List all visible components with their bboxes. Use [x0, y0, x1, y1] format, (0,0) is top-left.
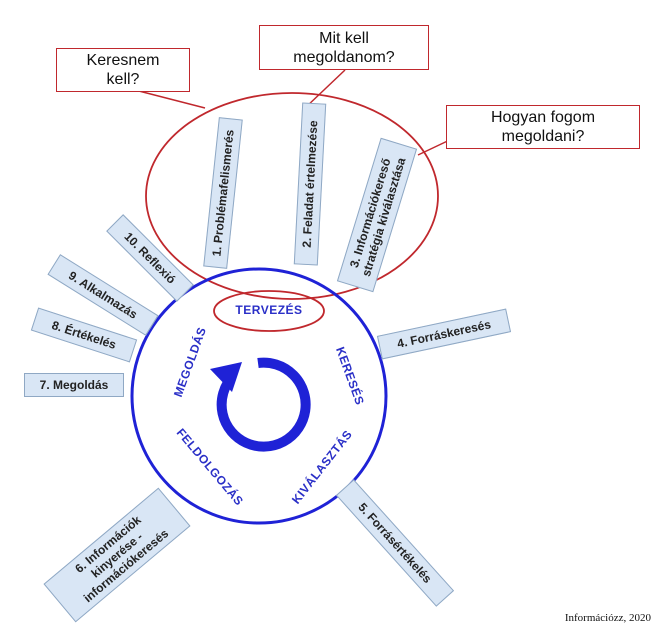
callout-connector-2 [304, 69, 346, 109]
callout-mit-kell-megoldanom: Mit kell megoldanom? [259, 25, 429, 70]
step-7-megoldas: 7. Megoldás [24, 373, 124, 397]
callout-hogyan-fogom-megoldani: Hogyan fogom megoldani? [446, 105, 640, 149]
cycle-arrowhead [210, 362, 242, 392]
credit: Információzz, 2020 [564, 612, 651, 624]
callout-keresnem-kell: Keresnem kell? [56, 48, 190, 92]
cycle-arrow [216, 357, 311, 452]
phase-tervezes: TERVEZÉS [235, 303, 303, 317]
planning-ellipse [145, 92, 439, 300]
tervezes-ellipse [213, 290, 325, 332]
callout-connector-1 [134, 89, 206, 109]
process-circle [130, 267, 388, 525]
